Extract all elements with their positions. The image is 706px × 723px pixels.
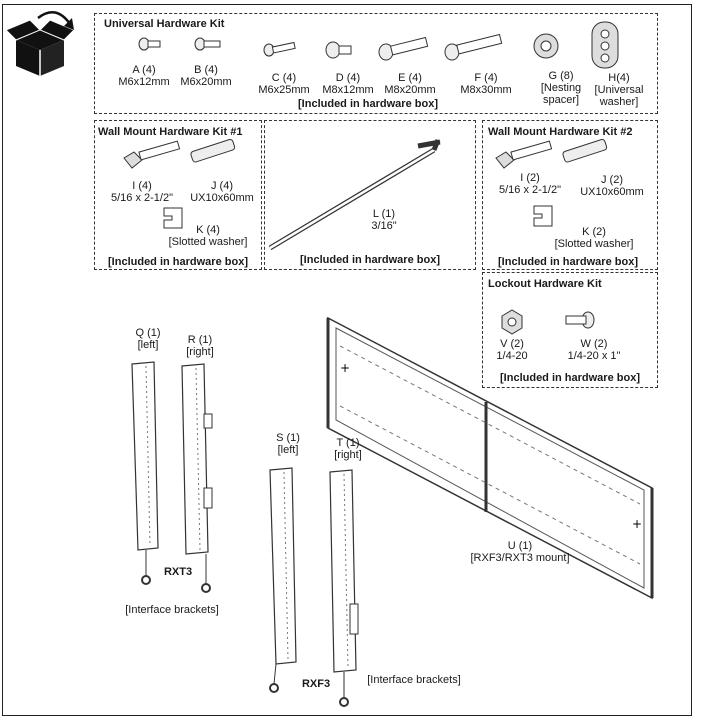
lockout-kit-title: Lockout Hardware Kit	[488, 278, 602, 290]
screw-d-icon	[325, 41, 352, 59]
screw-a-icon	[138, 37, 161, 51]
part-c-label: C (4)M6x25mm	[258, 72, 310, 96]
slotted-washer-k2-icon	[533, 205, 553, 227]
universal-hardware-kit-box	[94, 13, 658, 114]
part-s-label: S (1)[left]	[276, 432, 300, 456]
slotted-washer-k1-icon	[163, 207, 183, 229]
wall-mount-plate-icon: + +	[326, 316, 654, 600]
part-w-label: W (2)1/4-20 x 1"	[567, 338, 621, 362]
anchor-j2-icon	[562, 138, 608, 163]
part-i1-label: I (4)5/16 x 2-1/2"	[111, 180, 173, 204]
lockout-kit-box	[482, 272, 658, 388]
wall-kit-2-note: [Included in hardware box]	[498, 256, 638, 268]
wall-mount-kit-1-box	[94, 120, 262, 270]
bracket-t-icon	[329, 469, 359, 707]
anchor-j1-icon	[190, 138, 236, 163]
part-k2-label: K (2)[Slotted washer]	[554, 226, 634, 250]
wall-kit-1-note: [Included in hardware box]	[108, 256, 248, 268]
wrench-box-note: [Included in hardware box]	[300, 254, 440, 266]
part-u-label: U (1)[RXF3/RXT3 mount]	[470, 540, 570, 564]
lockout-kit-note: [Included in hardware box]	[500, 372, 640, 384]
part-k1-label: K (4)[Slotted washer]	[168, 224, 248, 248]
part-i2-label: I (2)5/16 x 2-1/2"	[499, 172, 561, 196]
part-q-label: Q (1)[left]	[135, 327, 161, 351]
open-box-icon	[5, 19, 75, 76]
part-t-label: T (1)[right]	[334, 437, 362, 461]
parts-diagram-frame	[2, 4, 692, 716]
universal-kit-title: Universal Hardware Kit	[104, 18, 225, 30]
part-d-label: D (4)M8x12mm	[322, 72, 374, 96]
screw-e-icon	[378, 36, 429, 61]
part-a-label: A (4)M6x12mm	[118, 64, 170, 88]
rxf3-model-label: RXF3	[301, 678, 331, 690]
svg-text:+: +	[632, 517, 642, 531]
part-j1-label: J (4)UX10x60mm	[190, 180, 254, 204]
rxt3-model-label: RXT3	[163, 566, 193, 578]
nut-v-icon	[501, 309, 523, 335]
lag-bolt-i1-icon	[123, 140, 181, 169]
part-r-label: R (1)[right]	[186, 334, 214, 358]
nesting-spacer-icon	[533, 33, 559, 59]
part-e-label: E (4)M8x20mm	[384, 72, 436, 96]
part-b-label: B (4)M6x20mm	[180, 64, 232, 88]
bracket-s-icon	[269, 467, 297, 693]
rxf3-caption: [Interface brackets]	[367, 674, 461, 686]
screw-w-icon	[565, 311, 595, 329]
part-v-label: V (2)1/4-20	[496, 338, 528, 362]
wall-mount-kit-2-box	[482, 120, 658, 270]
universal-washer-icon	[591, 21, 619, 69]
svg-text:+: +	[340, 361, 350, 375]
part-j2-label: J (2)UX10x60mm	[580, 174, 644, 198]
screw-f-icon	[444, 33, 503, 61]
bracket-q-icon	[131, 361, 159, 585]
wrench-box	[264, 120, 476, 270]
bracket-r-icon	[181, 363, 213, 593]
wall-kit-1-title: Wall Mount Hardware Kit #1	[98, 126, 243, 138]
universal-kit-note: [Included in hardware box]	[298, 98, 438, 110]
part-l-label: L (1)3/16"	[371, 208, 397, 232]
hex-wrench-icon	[268, 139, 441, 251]
curved-arrow-icon	[37, 11, 74, 30]
rxt3-caption: [Interface brackets]	[125, 604, 219, 616]
part-f-label: F (4)M8x30mm	[460, 72, 512, 96]
lag-bolt-i2-icon	[495, 140, 553, 169]
screw-b-icon	[194, 37, 221, 51]
wall-kit-2-title: Wall Mount Hardware Kit #2	[488, 126, 633, 138]
screw-c-icon	[263, 41, 296, 57]
